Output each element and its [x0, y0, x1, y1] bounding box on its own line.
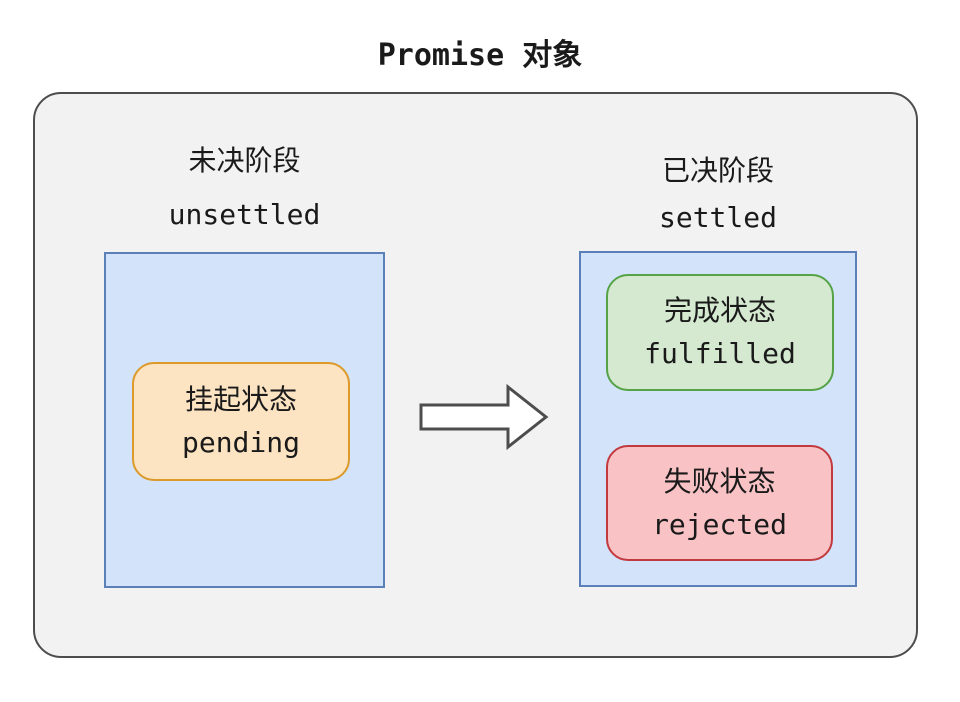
fulfilled-label-en: fulfilled [644, 337, 796, 370]
state-pill-pending: 挂起状态 pending [132, 362, 350, 481]
stage-settled-label-zh: 已决阶段 [661, 154, 774, 187]
rejected-label-zh: 失败状态 [663, 464, 776, 498]
page-title: Promise 对象 [377, 38, 583, 73]
fulfilled-label-zh: 完成状态 [663, 294, 776, 327]
stage-box-unsettled: 挂起状态 pending [104, 252, 385, 588]
stage-unsettled-label-zh: 未决阶段 [188, 144, 301, 177]
stage-unsettled-label-en: unsettled [168, 198, 321, 231]
state-pill-rejected: 失败状态 rejected [606, 445, 833, 561]
pending-label-zh: 挂起状态 [184, 383, 297, 416]
promise-container: 未决阶段 unsettled 已决阶段 settled 挂起状态 pending… [33, 92, 918, 658]
state-pill-fulfilled: 完成状态 fulfilled [606, 274, 834, 391]
flow-arrow-icon [419, 384, 549, 450]
stage-settled-label-en: settled [658, 201, 777, 234]
rejected-label-en: rejected [652, 507, 787, 541]
pending-label-en: pending [181, 426, 300, 459]
stage-box-settled: 完成状态 fulfilled 失败状态 rejected [579, 251, 857, 587]
